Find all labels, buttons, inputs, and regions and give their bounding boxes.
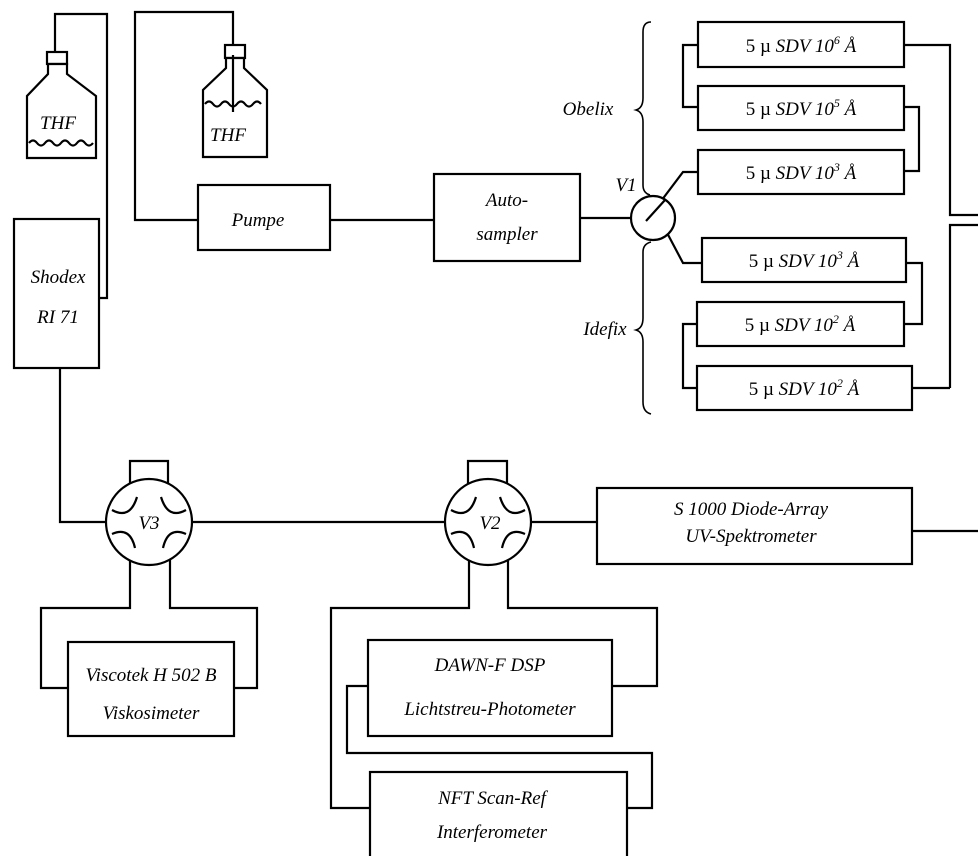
column-4-exp: 3: [836, 248, 843, 262]
column-3: 5 µ SDV 103 Å: [696, 148, 906, 196]
column-3-name: SDV 10: [776, 163, 835, 184]
column-4-name: SDV 10: [779, 251, 838, 272]
column-5-mu: µ: [759, 315, 770, 336]
column-2-prefix: 5: [746, 99, 756, 120]
viscometer-label-2: Viskosimeter: [103, 703, 200, 724]
column-6-mu: µ: [763, 379, 774, 400]
column-5-prefix: 5: [745, 315, 755, 336]
column-4: 5 µ SDV 103 Å: [700, 236, 908, 284]
column-5-unit: Å: [842, 315, 856, 336]
flow-lines: [39, 10, 978, 810]
column-5-exp: 2: [833, 312, 839, 326]
v2-label: V2: [479, 513, 501, 534]
idefix-label: Idefix: [582, 319, 627, 340]
bottle-2-label: THF: [210, 125, 246, 146]
column-4-mu: µ: [763, 251, 774, 272]
svg-text:5 µ SDV 106 Å: 5 µ SDV 106 Å: [746, 33, 857, 57]
column-3-mu: µ: [760, 163, 771, 184]
column-1-prefix: 5: [746, 36, 756, 57]
uv-label-1: S 1000 Diode-Array: [674, 499, 829, 520]
column-3-unit: Å: [843, 163, 857, 184]
pump-box: Pumpe: [196, 183, 332, 252]
svg-text:5 µ SDV 105 Å: 5 µ SDV 105 Å: [746, 96, 857, 120]
column-3-exp: 3: [833, 160, 840, 174]
v1-label: V1: [615, 175, 636, 196]
column-5-name: SDV 10: [775, 315, 834, 336]
column-2-mu: µ: [760, 99, 771, 120]
column-1-mu: µ: [760, 36, 771, 57]
column-2-exp: 5: [834, 96, 840, 110]
valve-v3: V3: [104, 477, 194, 567]
shodex-label: Shodex: [31, 267, 86, 288]
autosampler-label-1: Auto-: [484, 190, 528, 211]
pump-label: Pumpe: [231, 210, 285, 231]
column-4-prefix: 5: [749, 251, 759, 272]
obelix-brace: Obelix: [563, 21, 652, 196]
column-2-unit: Å: [843, 99, 857, 120]
obelix-label: Obelix: [563, 99, 614, 120]
column-5: 5 µ SDV 102 Å: [695, 300, 906, 348]
light-scattering-box: DAWN-F DSP Lichtstreu-Photometer: [366, 638, 614, 738]
nft-label-2: Interferometer: [436, 822, 548, 843]
column-6-prefix: 5: [749, 379, 759, 400]
column-6-name: SDV 10: [779, 379, 838, 400]
viscometer-box: Viscotek H 502 B Viskosimeter: [66, 640, 236, 738]
dawn-label-2: Lichtstreu-Photometer: [403, 699, 576, 720]
column-6-exp: 2: [837, 376, 843, 390]
shodex-ri-detector: Shodex RI 71: [12, 217, 101, 370]
svg-text:5 µ SDV 102 Å: 5 µ SDV 102 Å: [745, 312, 856, 336]
column-1: 5 µ SDV 106 Å: [696, 20, 906, 69]
svg-text:5 µ SDV 102 Å: 5 µ SDV 102 Å: [749, 376, 860, 400]
thf-bottle-2: THF: [201, 43, 269, 159]
uv-label-2: UV-Spektrometer: [685, 526, 817, 547]
column-2-name: SDV 10: [776, 99, 835, 120]
bottle-1-label: THF: [40, 113, 76, 134]
nft-label-1: NFT Scan-Ref: [437, 788, 549, 809]
column-6: 5 µ SDV 102 Å: [695, 364, 914, 412]
autosampler-box: Auto- sampler: [432, 172, 582, 263]
valve-v2: V2: [443, 477, 533, 567]
column-1-exp: 6: [834, 33, 840, 47]
interferometer-box: NFT Scan-Ref Interferometer: [368, 770, 629, 856]
column-1-name: SDV 10: [776, 36, 835, 57]
viscometer-label-1: Viscotek H 502 B: [85, 665, 216, 686]
autosampler-label-2: sampler: [476, 224, 538, 245]
column-2: 5 µ SDV 105 Å: [696, 84, 906, 132]
column-6-unit: Å: [846, 379, 860, 400]
svg-text:5 µ SDV 103 Å: 5 µ SDV 103 Å: [749, 248, 860, 272]
svg-text:5 µ SDV 103 Å: 5 µ SDV 103 Å: [746, 160, 857, 184]
idefix-brace: Idefix: [582, 241, 652, 415]
ri-model-label: RI 71: [36, 307, 79, 328]
thf-bottle-1: THF: [25, 50, 98, 160]
column-1-unit: Å: [843, 36, 857, 57]
v3-label: V3: [138, 513, 159, 534]
column-4-unit: Å: [846, 251, 860, 272]
dawn-label-1: DAWN-F DSP: [434, 655, 546, 676]
valve-v1: V1: [615, 175, 677, 242]
column-3-prefix: 5: [746, 163, 756, 184]
uv-detector-box: S 1000 Diode-Array UV-Spektrometer: [595, 486, 914, 566]
